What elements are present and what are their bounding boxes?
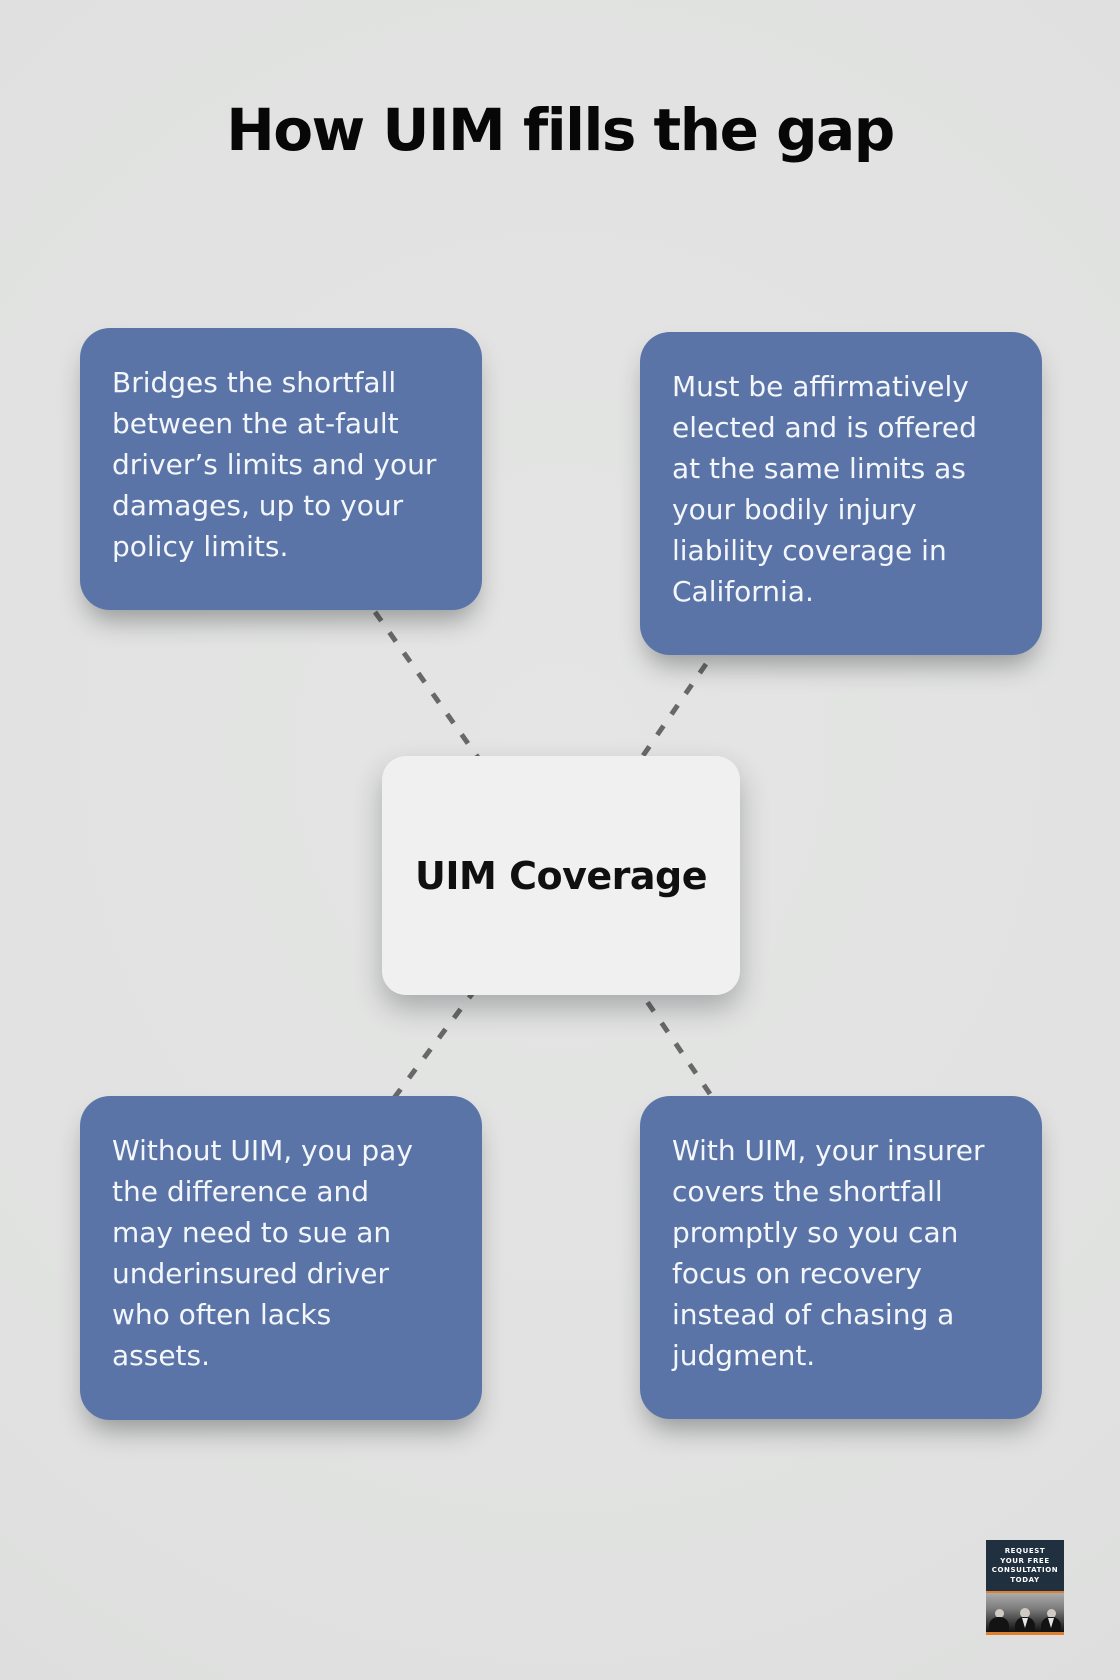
center-node-label: UIM Coverage [415,853,707,898]
info-box-bottom-left-text: Without UIM, you pay the difference and … [112,1134,413,1372]
info-box-bottom-right-text: With UIM, your insurer covers the shortf… [672,1134,985,1372]
info-box-top-right: Must be affirmatively elected and is off… [640,332,1042,655]
page-title: How UIM fills the gap [226,96,895,164]
law-firm-team-photo [986,1593,1064,1635]
info-box-top-left: Bridges the shortfall between the at-fau… [80,328,482,610]
consultation-badge-text: REQUEST YOUR FREE CONSULTATION TODAY [986,1540,1064,1593]
info-box-bottom-right: With UIM, your insurer covers the shortf… [640,1096,1042,1419]
badge-line-2: YOUR FREE [1000,1556,1050,1565]
person-silhouette-left [989,1609,1009,1632]
badge-line-3: CONSULTATION [991,1566,1059,1574]
person-silhouette-center [1015,1608,1035,1632]
consultation-badge: REQUEST YOUR FREE CONSULTATION TODAY [986,1540,1064,1635]
info-box-bottom-left: Without UIM, you pay the difference and … [80,1096,482,1420]
connector-top-left [372,610,564,877]
info-box-top-left-text: Bridges the shortfall between the at-fau… [112,366,437,563]
badge-line-1: REQUEST [1004,1547,1046,1555]
center-node: UIM Coverage [382,756,740,995]
badge-line-4: TODAY [1010,1575,1040,1584]
person-silhouette-right [1041,1609,1061,1632]
info-box-top-right-text: Must be affirmatively elected and is off… [672,370,977,608]
